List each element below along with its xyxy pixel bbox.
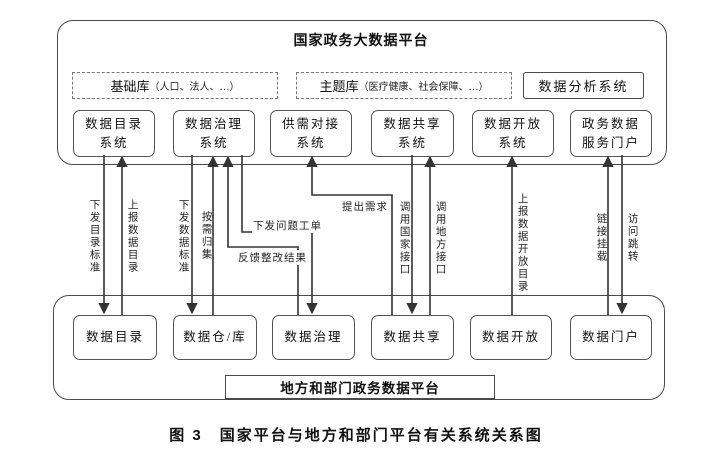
node-data-governance-system: 数据治理 系统 [173, 110, 255, 157]
node-data-warehouse: 数据仓/库 [173, 315, 257, 360]
label-call-national-interface: 调用国家接口 [397, 200, 410, 277]
connector-raise-demand [306, 155, 393, 315]
label-issue-data-standard: 下发数据标准 [176, 198, 189, 275]
theme-library-label: 主题库 [319, 79, 359, 94]
base-library-label: 基础库 [110, 79, 150, 94]
theme-library-box: 主题库（医疗健康、社会保障、…） [296, 72, 512, 99]
base-library-detail: （人口、法人、…） [149, 82, 240, 93]
connector-issue-problem-ticket [241, 155, 318, 315]
theme-library-detail: （医疗健康、社会保障、…） [358, 82, 489, 93]
base-library-box: 基础库（人口、法人、…） [72, 72, 278, 99]
label-raise-demand: 提出需求 [341, 199, 389, 214]
node-data-portal: 数据门户 [570, 315, 652, 360]
node-data-catalog-system: 数据目录 系统 [73, 110, 155, 157]
label-issue-catalog-standard: 下发目录标准 [87, 198, 100, 275]
data-analysis-system-box: 数据分析系统 [523, 72, 644, 99]
node-data-sharing-system: 数据共享 系统 [371, 110, 454, 157]
label-report-open-catalog: 上报数据开放目录 [515, 192, 528, 294]
node-data-open-system: 数据开放 系统 [472, 110, 554, 157]
label-visit-redirect: 访问跳转 [625, 212, 638, 264]
label-report-data-catalog: 上报数据目录 [125, 198, 138, 275]
local-platform-title-box: 地方和部门政务数据平台 [225, 375, 495, 399]
label-collect-on-demand: 按需归集 [199, 210, 212, 262]
node-gov-data-service-portal: 政务数据 服务门户 [570, 110, 652, 157]
node-data-catalog: 数据目录 [73, 315, 157, 360]
label-call-local-interface: 调用地方接口 [433, 200, 446, 277]
national-platform-title: 国家政务大数据平台 [293, 32, 429, 48]
node-data-open: 数据开放 [470, 315, 552, 360]
label-issue-problem-ticket: 下发问题工单 [252, 218, 323, 233]
figure-caption: 图 3 国家平台与地方和部门平台有关系统关系图 [169, 427, 543, 444]
node-data-sharing: 数据共享 [371, 315, 454, 360]
label-feedback-rectification: 反馈整改结果 [237, 250, 308, 265]
node-data-governance: 数据治理 [272, 315, 355, 360]
connector-feedback-rectification [222, 155, 299, 315]
node-supply-demand-system: 供需对接 系统 [270, 110, 352, 157]
label-link-mount: 链接挂载 [594, 212, 607, 264]
